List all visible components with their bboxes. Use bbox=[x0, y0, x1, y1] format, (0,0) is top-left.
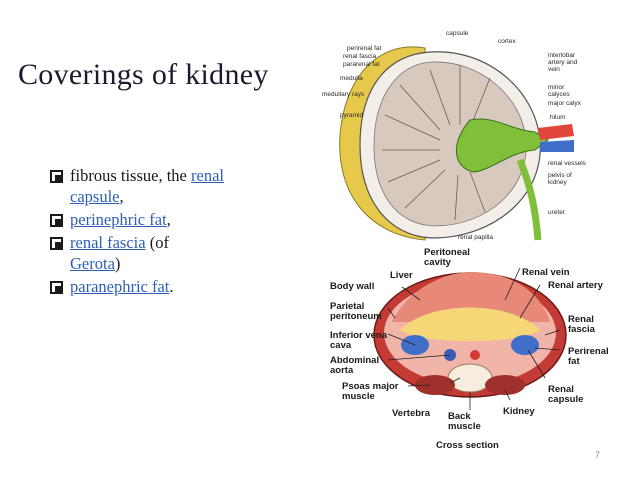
checkbox-bullet-icon bbox=[50, 237, 63, 250]
cross-section-illustration bbox=[373, 267, 567, 410]
label-hilum: hilum bbox=[550, 114, 566, 121]
label-vertebra: Vertebra bbox=[392, 408, 431, 419]
perinephric-fat-link[interactable]: perinephric fat bbox=[70, 210, 167, 229]
cross-section-caption: Cross section bbox=[436, 440, 499, 451]
list-item: paranephric fat. bbox=[50, 276, 235, 297]
page-number: 7 bbox=[595, 450, 601, 460]
paranephric-fat-link[interactable]: paranephric fat bbox=[70, 277, 170, 296]
label-interlobar-artery: interlobar artery and vein bbox=[548, 52, 578, 73]
label-renal-vessels: renal vessels bbox=[548, 160, 586, 167]
label-capsule: capsule bbox=[446, 30, 469, 37]
label-renal-fascia: renal fascia bbox=[343, 53, 377, 60]
label-minor-calyces: minor calyces bbox=[548, 84, 570, 98]
label-kidney: Kidney bbox=[503, 406, 535, 417]
label-perirenal-fat-cs: Perirenal fat bbox=[568, 346, 609, 367]
label-renal-vein: Renal vein bbox=[522, 267, 570, 278]
label-renal-fascia-cs: Renal fascia bbox=[568, 314, 595, 335]
label-psoas-major: Psoas major muscle bbox=[342, 381, 399, 402]
kidney-section-illustration bbox=[339, 46, 574, 241]
label-back-muscle: Back muscle bbox=[448, 411, 481, 432]
label-major-calyx: major calyx bbox=[548, 100, 581, 107]
label-medulla: medulla bbox=[340, 75, 363, 82]
label-pyramid: pyramid bbox=[340, 112, 364, 119]
label-renal-artery: Renal artery bbox=[548, 280, 603, 291]
renal-fascia-link[interactable]: renal fascia bbox=[70, 233, 146, 252]
label-parietal-peritoneum: Parietal peritoneum bbox=[330, 301, 382, 322]
checkbox-bullet-icon bbox=[50, 281, 63, 294]
label-abdominal-aorta: Abdominal aorta bbox=[330, 355, 380, 376]
label-ureter: ureter bbox=[548, 209, 565, 216]
label-peritoneal-cavity: Peritoneal cavity bbox=[424, 247, 470, 268]
list-item: perinephric fat, bbox=[50, 209, 235, 230]
slide-title: Coverings of kidney bbox=[18, 58, 269, 91]
gerota-link[interactable]: Gerota bbox=[70, 254, 115, 273]
label-renal-capsule-cs: Renal capsule bbox=[548, 384, 584, 405]
label-renal-papilla: renal papilla bbox=[458, 234, 494, 241]
label-cortex: cortex bbox=[498, 38, 516, 45]
list-item: renal fascia (of Gerota) bbox=[50, 232, 235, 274]
label-medullary-rays: medullary rays bbox=[322, 91, 365, 98]
label-perirenal-fat: perirenal fat bbox=[347, 45, 382, 52]
label-pelvis-of-kidney: pelvis of kidney bbox=[548, 172, 572, 186]
label-liver: Liver bbox=[390, 270, 413, 281]
checkbox-bullet-icon bbox=[50, 214, 63, 227]
coverings-list: fibrous tissue, the renal capsule, perin… bbox=[50, 165, 235, 299]
label-body-wall: Body wall bbox=[330, 281, 375, 292]
renal-capsule-link[interactable]: renal capsule bbox=[70, 166, 224, 206]
label-pararenal-fat: pararenal fat bbox=[343, 61, 380, 68]
list-item: fibrous tissue, the renal capsule, bbox=[50, 165, 235, 207]
checkbox-bullet-icon bbox=[50, 170, 63, 183]
label-inferior-vena-cava: Inferior vena cava bbox=[330, 330, 388, 351]
